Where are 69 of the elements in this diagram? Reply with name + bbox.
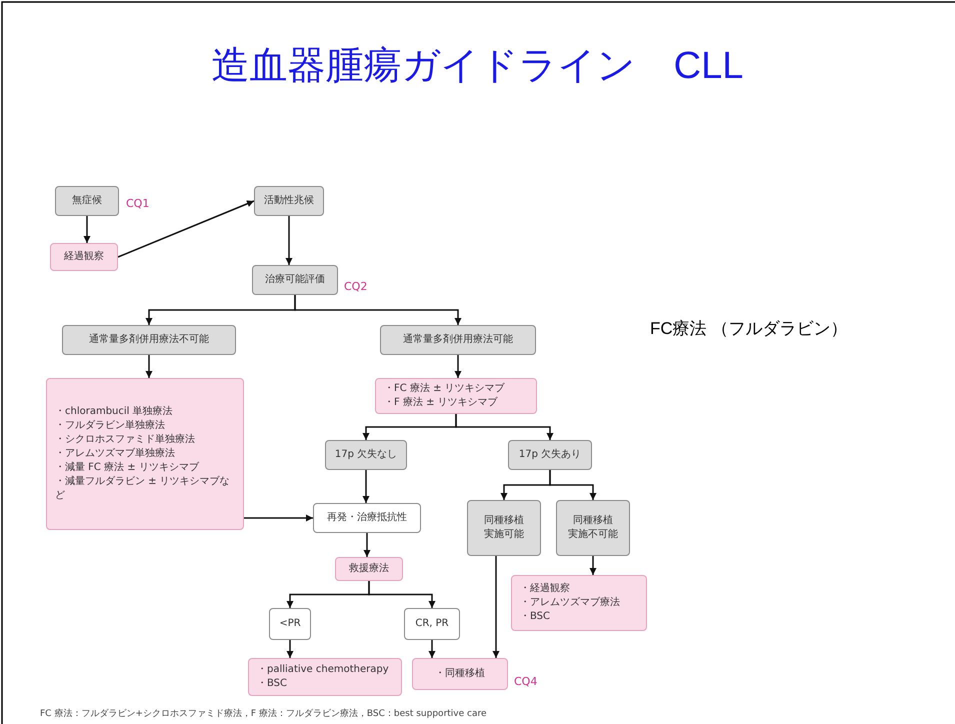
treatment-box — [248, 658, 402, 696]
node-text: 17p 欠失あり — [518, 448, 582, 462]
node-text: 救援療法 — [349, 562, 389, 576]
treatment-box — [511, 575, 647, 631]
step-box — [556, 500, 630, 556]
cq-label: CQ2 — [344, 280, 368, 293]
step-box — [62, 325, 236, 355]
node-text: 活動性兆候 — [264, 194, 314, 208]
status-box — [404, 608, 460, 640]
node-text: 治療可能評価 — [265, 273, 325, 287]
list-item: ・減量フルダラビン ± リツキシマブなど — [55, 475, 230, 503]
arrow — [368, 581, 436, 608]
arrow — [428, 640, 436, 658]
step-box — [254, 186, 324, 216]
list-item: ・シクロホスファミド単独療法 — [55, 433, 195, 447]
step-box — [508, 440, 592, 470]
node-text: ・同種移植 — [435, 667, 485, 681]
step-box — [252, 265, 338, 295]
list-item: ・減量 FC 療法 ± リツキシマブ — [55, 461, 200, 475]
arrow — [294, 295, 462, 325]
step-box — [55, 186, 119, 216]
note-text: FC療法 （フルダラビン） — [650, 318, 848, 340]
arrow — [454, 355, 462, 378]
treatment-box — [50, 243, 118, 271]
list-item: ・フルダラビン単独療法 — [55, 419, 165, 433]
cq-label: CQ4 — [514, 675, 538, 688]
list-item: ・palliative chemotherapy — [257, 663, 389, 677]
treatment-box — [412, 658, 508, 690]
list-item: ・FC 療法 ± リツキシマブ — [384, 382, 505, 396]
arrow — [118, 200, 254, 258]
node-text: 通常量多剤併用療法可能 — [403, 333, 513, 347]
treatment-box — [46, 378, 244, 530]
node-text: CR, PR — [415, 617, 449, 631]
list-item: ・BSC — [257, 677, 288, 691]
step-box — [467, 500, 541, 556]
list-item: ・F 療法 ± リツキシマブ — [384, 396, 498, 410]
list-item: ・BSC — [520, 610, 550, 624]
node-text: 無症候 — [72, 194, 102, 208]
status-box — [269, 608, 311, 640]
node-text: 経過観察 — [64, 250, 104, 264]
arrow — [492, 556, 500, 658]
list-item: ・アレムツズマブ療法 — [520, 596, 620, 610]
arrow — [244, 514, 313, 522]
cq-label: CQ1 — [126, 197, 150, 210]
list-item: ・chlorambucil 単独療法 — [55, 405, 174, 419]
list-item: ・経過観察 — [520, 582, 570, 596]
arrow — [455, 414, 554, 440]
arrow — [590, 556, 596, 575]
node-text: 再発・治療抵抗性 — [327, 511, 407, 525]
step-box — [325, 440, 407, 470]
list-item: ・アレムツズマブ単独療法 — [55, 447, 175, 461]
title: 造血器腫瘍ガイドライン CLL — [210, 44, 744, 89]
step-box — [380, 325, 536, 355]
treatment-box — [335, 557, 403, 581]
node-text: 同種移植実施可能 — [484, 514, 524, 542]
arrow — [364, 533, 370, 557]
node-text: 同種移植実施不可能 — [568, 514, 618, 542]
arrow — [146, 355, 152, 378]
arrow — [549, 470, 596, 500]
status-box — [313, 503, 421, 533]
arrow — [286, 216, 292, 265]
arrow — [84, 216, 90, 243]
node-text: 17p 欠失なし — [334, 448, 398, 462]
arrow — [362, 470, 370, 503]
node-text: <PR — [279, 617, 301, 631]
arrow — [286, 640, 294, 658]
node-text: 通常量多剤併用療法不可能 — [89, 333, 209, 347]
footnote: FC 療法：フルダラビン+シクロホスファミド療法，F 療法：フルダラビン療法，BSC：best supportive care — [40, 708, 487, 720]
treatment-box — [375, 378, 537, 414]
